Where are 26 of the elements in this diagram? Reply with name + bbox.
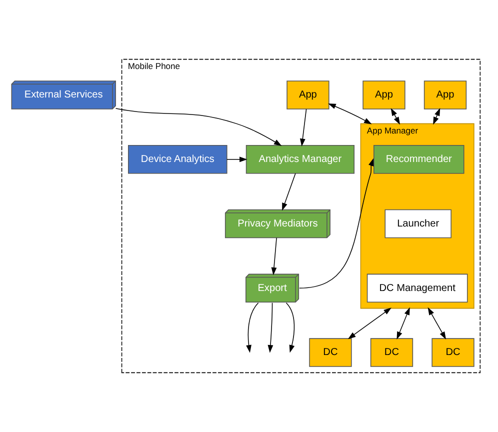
arrow bbox=[348, 308, 392, 340]
arrow bbox=[268, 302, 274, 353]
node-box: DC Management bbox=[366, 274, 468, 302]
arrow bbox=[428, 307, 446, 340]
arrow bbox=[246, 302, 259, 353]
node-box: App bbox=[286, 80, 330, 110]
arrow bbox=[299, 158, 374, 289]
node-box: DC bbox=[309, 338, 352, 367]
arrow bbox=[271, 237, 277, 276]
arrow bbox=[396, 307, 410, 340]
arrow bbox=[390, 108, 400, 125]
node-box: App bbox=[362, 80, 406, 110]
arrow bbox=[115, 108, 282, 146]
node-box: DC bbox=[370, 338, 414, 367]
arrow bbox=[286, 302, 295, 353]
node-box: Analytics Manager bbox=[246, 145, 354, 174]
node-box: Device Analytics bbox=[128, 145, 228, 174]
node-box: Launcher bbox=[384, 209, 452, 238]
arrow bbox=[433, 108, 440, 125]
node-box: Recommender bbox=[374, 145, 464, 174]
arrow bbox=[282, 173, 296, 211]
arrow bbox=[226, 156, 248, 162]
node-box: DC bbox=[432, 338, 474, 367]
arrow bbox=[300, 108, 307, 146]
node-box: App bbox=[424, 80, 467, 110]
arrow bbox=[328, 103, 372, 124]
